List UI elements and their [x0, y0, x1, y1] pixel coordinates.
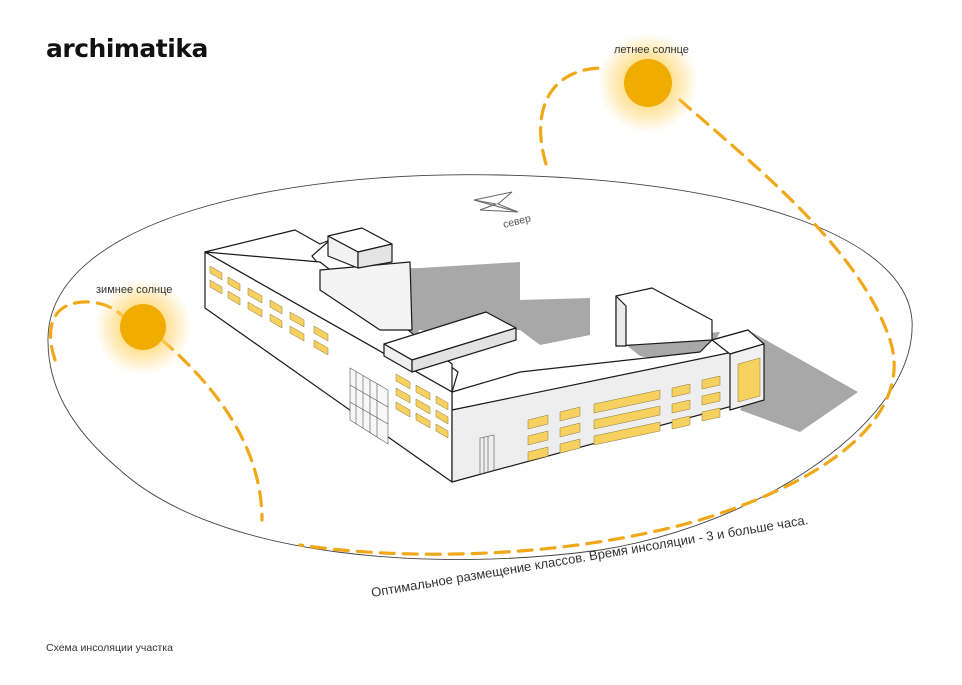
summer-sun-path — [298, 66, 896, 556]
summer-sun-icon — [598, 33, 698, 133]
winter-sun-label: зимнее солнце — [96, 284, 172, 296]
glazed-stairwell — [349, 367, 389, 445]
figure-caption: Схема инсоляции участка — [46, 642, 173, 654]
insolation-note: Оптимальное размещение классов. Время ин… — [370, 512, 809, 600]
north-label: север — [502, 212, 532, 231]
windows-east-facade — [527, 357, 761, 462]
windows-west-facade — [209, 265, 449, 439]
archimatika-logo: archimatika — [46, 34, 208, 63]
east-entrance — [479, 434, 495, 475]
winter-sun-icon — [95, 279, 191, 375]
winter-sun-path — [48, 300, 264, 522]
summer-sun-label: летнее солнце — [614, 44, 689, 56]
north-arrow-icon — [473, 191, 519, 213]
